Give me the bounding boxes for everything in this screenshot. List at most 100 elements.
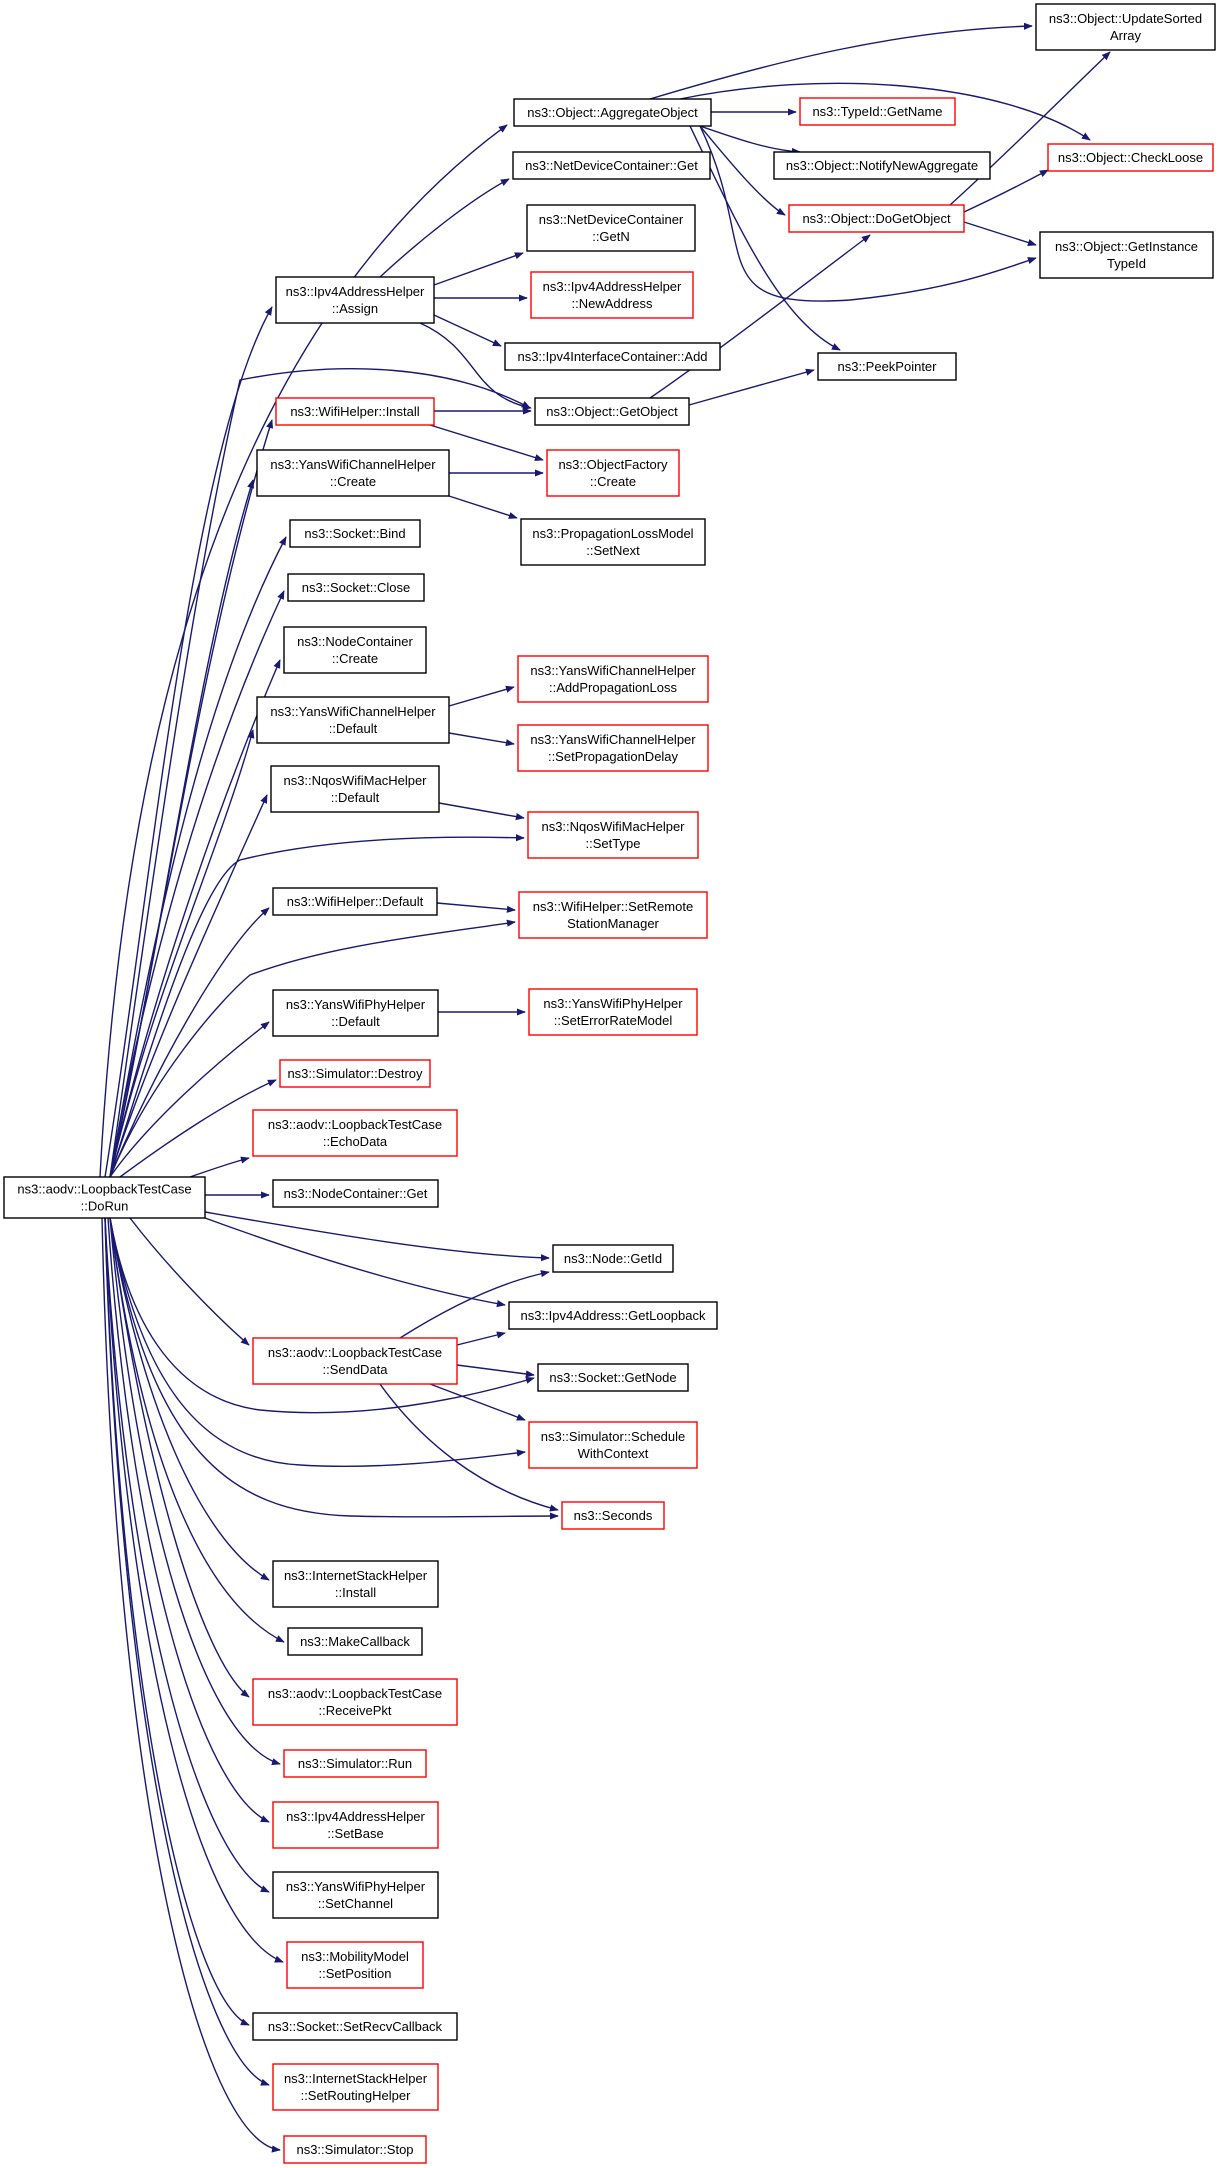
node-ipv4assign[interactable]: ns3::Ipv4AddressHelper::Assign [275, 276, 435, 324]
node-box[interactable] [1047, 143, 1214, 172]
node-notifynew[interactable]: ns3::Object::NotifyNewAggregate [773, 151, 991, 180]
node-box[interactable] [513, 98, 712, 127]
node-box[interactable] [272, 1560, 439, 1608]
node-box[interactable] [287, 1627, 423, 1656]
node-box[interactable] [272, 1179, 439, 1208]
node-ndcget[interactable]: ns3::NetDeviceContainer::Get [512, 151, 711, 180]
node-aggregate[interactable]: ns3::Object::AggregateObject [513, 98, 712, 127]
node-box[interactable] [561, 1501, 665, 1530]
node-box[interactable] [546, 449, 680, 497]
node-box[interactable] [270, 765, 440, 813]
node-socketclose[interactable]: ns3::Socket::Close [287, 573, 425, 602]
node-box[interactable] [528, 1421, 698, 1469]
node-ipv4setbase[interactable]: ns3::Ipv4AddressHelper::SetBase [272, 1801, 439, 1849]
node-box[interactable] [252, 2012, 458, 2041]
node-box[interactable] [512, 151, 711, 180]
node-simstop[interactable]: ns3::Simulator::Stop [283, 2135, 427, 2164]
node-box[interactable] [283, 626, 427, 674]
node-setrecvcb[interactable]: ns3::Socket::SetRecvCallback [252, 2012, 458, 2041]
node-objfactcreate[interactable]: ns3::ObjectFactory::Create [546, 449, 680, 497]
node-receivepkt[interactable]: ns3::aodv::LoopbackTestCase::ReceivePkt [252, 1678, 458, 1726]
node-box[interactable] [252, 1109, 458, 1157]
node-box[interactable] [286, 1941, 424, 1989]
node-dogetobject[interactable]: ns3::Object::DoGetObject [788, 204, 965, 233]
node-box[interactable] [1039, 231, 1214, 279]
node-simrun[interactable]: ns3::Simulator::Run [283, 1749, 427, 1778]
node-wifidefault[interactable]: ns3::WifiHelper::Default [272, 887, 438, 916]
node-ishinstall[interactable]: ns3::InternetStackHelper::Install [272, 1560, 439, 1608]
node-nodegetid[interactable]: ns3::Node::GetId [552, 1244, 674, 1273]
node-socketbind[interactable]: ns3::Socket::Bind [289, 519, 421, 548]
node-getloopback[interactable]: ns3::Ipv4Address::GetLoopback [508, 1301, 718, 1330]
node-box[interactable] [275, 276, 435, 324]
node-iicadd[interactable]: ns3::Ipv4InterfaceContainer::Add [504, 342, 721, 371]
node-yanschcreate[interactable]: ns3::YansWifiChannelHelper::Create [256, 449, 450, 497]
node-box[interactable] [520, 518, 706, 566]
node-seconds[interactable]: ns3::Seconds [561, 1501, 665, 1530]
node-addproploss[interactable]: ns3::YansWifiChannelHelper::AddPropagati… [517, 655, 709, 703]
node-box[interactable] [517, 724, 709, 772]
node-box[interactable] [256, 696, 450, 744]
node-newaddress[interactable]: ns3::Ipv4AddressHelper::NewAddress [530, 271, 694, 319]
node-box[interactable] [528, 988, 698, 1036]
node-wifiinstall[interactable]: ns3::WifiHelper::Install [275, 397, 435, 426]
node-ncget[interactable]: ns3::NodeContainer::Get [272, 1179, 439, 1208]
node-box[interactable] [530, 271, 694, 319]
node-yansphydefault[interactable]: ns3::YansWifiPhyHelper::Default [272, 989, 439, 1037]
node-box[interactable] [552, 1244, 674, 1273]
node-box[interactable] [504, 342, 721, 371]
node-box[interactable] [534, 397, 690, 426]
node-getobject[interactable]: ns3::Object::GetObject [534, 397, 690, 426]
node-box[interactable] [773, 151, 991, 180]
node-box[interactable] [517, 655, 709, 703]
node-root[interactable]: ns3::aodv::LoopbackTestCase::DoRun [3, 1176, 206, 1219]
node-box[interactable] [799, 97, 956, 126]
node-nccreate[interactable]: ns3::NodeContainer::Create [283, 626, 427, 674]
node-box[interactable] [3, 1176, 206, 1219]
node-box[interactable] [252, 1337, 458, 1385]
node-box[interactable] [537, 1363, 689, 1392]
node-setrouting[interactable]: ns3::InternetStackHelper::SetRoutingHelp… [272, 2063, 439, 2111]
node-nqossettype[interactable]: ns3::NqosWifiMacHelper::SetType [527, 811, 699, 859]
node-box[interactable] [508, 1301, 718, 1330]
node-senddata[interactable]: ns3::aodv::LoopbackTestCase::SendData [252, 1337, 458, 1385]
node-box[interactable] [272, 1871, 439, 1919]
node-setchannel[interactable]: ns3::YansWifiPhyHelper::SetChannel [272, 1871, 439, 1919]
node-simdestroy[interactable]: ns3::Simulator::Destroy [279, 1059, 431, 1088]
node-box[interactable] [518, 891, 708, 939]
node-box[interactable] [287, 573, 425, 602]
node-makecallback[interactable]: ns3::MakeCallback [287, 1627, 423, 1656]
node-box[interactable] [272, 1801, 439, 1849]
node-box[interactable] [272, 2063, 439, 2111]
node-box[interactable] [283, 2135, 427, 2164]
node-box[interactable] [256, 449, 450, 497]
node-typeidname[interactable]: ns3::TypeId::GetName [799, 97, 956, 126]
node-checkloose[interactable]: ns3::Object::CheckLoose [1047, 143, 1214, 172]
node-box[interactable] [252, 1678, 458, 1726]
node-ndcgetn[interactable]: ns3::NetDeviceContainer::GetN [526, 204, 696, 252]
node-box[interactable] [279, 1059, 431, 1088]
node-socketgetnode[interactable]: ns3::Socket::GetNode [537, 1363, 689, 1392]
node-box[interactable] [275, 397, 435, 426]
node-box[interactable] [272, 887, 438, 916]
node-box[interactable] [788, 204, 965, 233]
node-setposition[interactable]: ns3::MobilityModel::SetPosition [286, 1941, 424, 1989]
node-box[interactable] [817, 352, 957, 381]
node-box[interactable] [272, 989, 439, 1037]
node-box[interactable] [283, 1749, 427, 1778]
node-seterrorrate[interactable]: ns3::YansWifiPhyHelper::SetErrorRateMode… [528, 988, 698, 1036]
node-box[interactable] [289, 519, 421, 548]
node-peekpointer[interactable]: ns3::PeekPointer [817, 352, 957, 381]
node-box[interactable] [527, 811, 699, 859]
node-yanschdefault[interactable]: ns3::YansWifiChannelHelper::Default [256, 696, 450, 744]
node-nqosdefault[interactable]: ns3::NqosWifiMacHelper::Default [270, 765, 440, 813]
node-box[interactable] [1035, 3, 1216, 51]
node-echodata[interactable]: ns3::aodv::LoopbackTestCase::EchoData [252, 1109, 458, 1157]
node-proplossnext[interactable]: ns3::PropagationLossModel::SetNext [520, 518, 706, 566]
node-box[interactable] [526, 204, 696, 252]
node-setpropdelay[interactable]: ns3::YansWifiChannelHelper::SetPropagati… [517, 724, 709, 772]
